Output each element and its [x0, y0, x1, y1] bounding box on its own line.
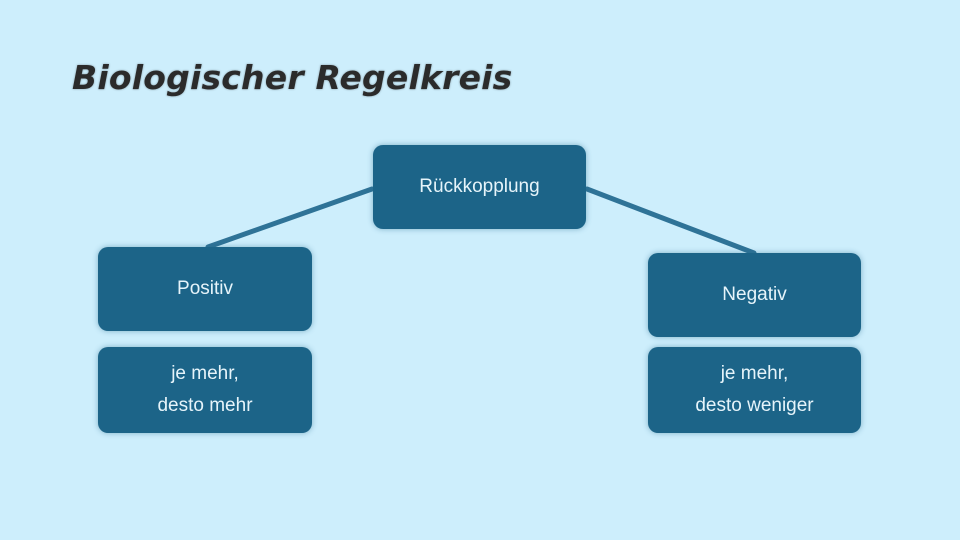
- node-negativ-description-text: je mehr, desto weniger: [695, 363, 814, 416]
- node-positiv-description: je mehr, desto mehr: [98, 347, 312, 433]
- node-negativ-description: je mehr, desto weniger: [648, 347, 861, 433]
- node-positiv-label: Positiv: [177, 278, 233, 299]
- node-rueckkopplung-label: Rückkopplung: [419, 176, 540, 197]
- connector-root-to-negative: [584, 186, 757, 256]
- node-positiv: Positiv: [98, 247, 312, 331]
- slide-title: Biologischer Regelkreis: [72, 58, 513, 97]
- connector-root-to-positive: [205, 186, 375, 250]
- node-negativ: Negativ: [648, 253, 861, 337]
- node-rueckkopplung: Rückkopplung: [373, 145, 586, 229]
- node-positiv-description-text: je mehr, desto mehr: [157, 363, 253, 416]
- node-negativ-label: Negativ: [722, 284, 787, 305]
